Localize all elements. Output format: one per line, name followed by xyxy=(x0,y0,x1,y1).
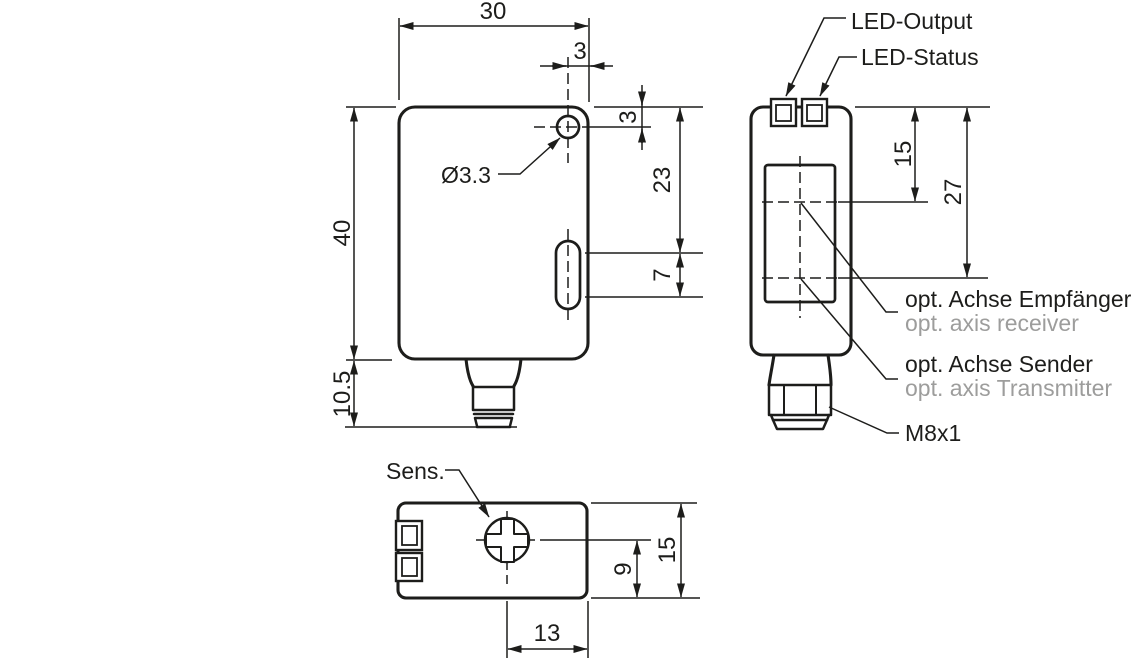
dim-hole-offset-y-label: 3 xyxy=(615,110,642,123)
dim-receiver-axis-15: 15 xyxy=(855,106,990,202)
dim-receiver-axis-label: 15 xyxy=(890,141,917,168)
hole-diameter-callout: Ø3.3 xyxy=(441,137,561,188)
led-status-callout: LED-Status xyxy=(819,44,979,97)
thread-callout: M8x1 xyxy=(828,406,961,446)
sens-label: Sens. xyxy=(386,458,445,484)
dim-top-to-slot-23: 23 xyxy=(585,107,703,254)
receiver-axis-label-en: opt. axis receiver xyxy=(905,310,1079,336)
dim-pot-to-edge-label: 13 xyxy=(534,620,561,647)
m8-connector xyxy=(767,353,833,431)
side-centerlines xyxy=(762,156,988,318)
front-centerlines xyxy=(534,57,582,321)
led-output-callout: LED-Output xyxy=(785,8,973,97)
dim-hole-offset-x-label: 3 xyxy=(573,38,586,65)
led-status-label: LED-Status xyxy=(861,44,979,70)
receiver-axis-label-de: opt. Achse Empfänger xyxy=(905,286,1132,312)
hole-diameter-label: Ø3.3 xyxy=(441,162,491,188)
dim-width-30-label: 30 xyxy=(480,0,507,25)
dim-height-40: 40 xyxy=(329,106,396,361)
bottom-led-1 xyxy=(394,519,424,552)
led-output-label: LED-Output xyxy=(851,8,973,34)
transmitter-axis-label-de: opt. Achse Sender xyxy=(905,351,1093,377)
bottom-view: Sens. 13 9 15 xyxy=(386,458,700,658)
front-housing-body xyxy=(397,105,590,361)
led-output-indicator xyxy=(769,97,798,128)
dim-pot-to-bottom-9: 9 xyxy=(591,540,700,599)
transmitter-axis-label-en: opt. axis Transmitter xyxy=(905,375,1112,401)
dim-hole-offset-y-3: 3 xyxy=(582,85,703,150)
dim-pot-to-edge-13: 13 xyxy=(506,601,589,658)
dim-top-to-slot-label: 23 xyxy=(649,167,676,194)
front-connector-plug xyxy=(464,357,523,429)
dim-width-30: 30 xyxy=(398,0,590,102)
dim-bottom-height-15: 15 xyxy=(591,502,697,598)
side-view: 15 27 LED-Output LED-Status opt. Achse E… xyxy=(749,8,1132,446)
dim-connector-10-5: 10.5 xyxy=(329,360,517,428)
sens-callout: Sens. xyxy=(386,458,490,518)
dim-pot-to-bottom-label: 9 xyxy=(610,562,637,575)
led-status-indicator xyxy=(800,97,829,128)
bottom-led-2 xyxy=(394,551,424,583)
dim-slot-length-7: 7 xyxy=(585,253,703,298)
dim-slot-length-label: 7 xyxy=(649,268,676,281)
phillips-screw-cross xyxy=(485,518,529,563)
dim-hole-offset-x-3: 3 xyxy=(540,38,613,70)
dim-transmitter-axis-label: 27 xyxy=(940,179,967,206)
dim-connector-label: 10.5 xyxy=(329,371,356,418)
transmitter-axis-callout: opt. Achse Sender opt. axis Transmitter xyxy=(800,278,1112,401)
dim-height-label: 40 xyxy=(329,220,356,247)
dim-bottom-height-label: 15 xyxy=(654,537,681,564)
thread-label: M8x1 xyxy=(905,420,961,446)
receiver-axis-callout: opt. Achse Empfänger opt. axis receiver xyxy=(800,202,1132,336)
dim-transmitter-axis-27: 27 xyxy=(940,107,971,278)
front-view: 30 3 3 23 7 xyxy=(329,0,703,429)
